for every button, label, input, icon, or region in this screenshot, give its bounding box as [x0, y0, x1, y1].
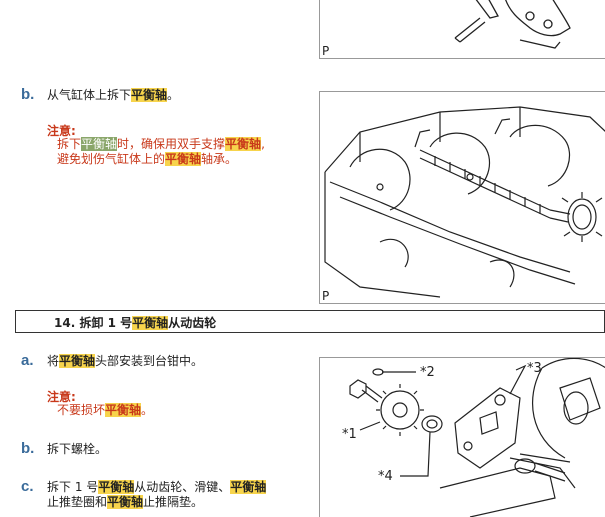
spacer-part: [421, 415, 443, 433]
note-text: 拆下: [57, 137, 82, 151]
section-title: 14. 拆卸 1 号平衡轴从动齿轮: [54, 314, 216, 331]
note-text: ,: [261, 137, 265, 151]
leader-line: [359, 421, 381, 431]
step-c-text-part: 从动齿轮、滑键、: [134, 480, 231, 494]
highlight-term: 平衡轴: [225, 137, 262, 151]
leader-line: [400, 431, 431, 477]
step-c-text: 拆下 1 号平衡轴从动齿轮、滑键、平衡轴 止推垫圈和平衡轴止推隔垫。: [47, 480, 267, 510]
magnifier-detail: [531, 358, 605, 459]
section-number: 14.: [54, 316, 76, 330]
note-text: 不要损坏: [57, 403, 106, 417]
highlight-term: 平衡轴: [230, 480, 267, 494]
step-c-text-part: 拆下 1 号: [47, 480, 99, 494]
callout-label: *1: [342, 427, 357, 442]
highlight-term: 平衡轴: [98, 480, 135, 494]
note-text: 时，确保用双手支撑: [117, 137, 226, 151]
step-b-text-post: 。: [167, 88, 180, 102]
step-c-line-1: 拆下 1 号平衡轴从动齿轮、滑键、平衡轴: [47, 480, 267, 495]
highlight-term: 平衡轴: [107, 495, 144, 509]
cylinder-block-illustration: [324, 106, 605, 298]
step-c-letter: c.: [21, 478, 34, 495]
balance-shaft-figure: P: [319, 91, 605, 304]
highlight-term: 平衡轴: [105, 403, 142, 417]
step-a-letter: a.: [21, 352, 34, 369]
note-line-1: 拆下平衡轴时，确保用双手支撑平衡轴,: [57, 137, 265, 152]
highlight-term: 平衡轴: [131, 88, 168, 102]
note-text: 避免划伤气缸体上的: [57, 152, 166, 166]
key-part: [372, 368, 384, 376]
camshaft-tool-illustration: [454, 0, 571, 49]
step-b-letter: b.: [21, 86, 35, 103]
step-b-text-pre: 从气缸体上拆下: [47, 88, 132, 102]
note-title: 注意:: [47, 124, 76, 138]
note-line-2: 避免划伤气缸体上的平衡轴轴承。: [57, 152, 265, 167]
callout-label: *2: [420, 365, 435, 380]
gear-part: [376, 384, 424, 436]
figure-label: P: [322, 289, 330, 303]
highlight-term: 平衡轴: [165, 152, 202, 166]
step-a-text-pre: 将: [47, 354, 60, 368]
step-c-text-part: 止推垫圈和: [47, 495, 108, 509]
step-c-text-part: 止推隔垫。: [143, 495, 204, 509]
driven-gear-exploded-illustration: *1 *2 *3 *4: [342, 358, 605, 517]
highlight-term-green: 平衡轴: [81, 137, 118, 151]
top-figure: P: [319, 0, 605, 59]
driven-gear-figure: *1 *2 *3 *4: [319, 357, 605, 517]
callout-label: *4: [378, 469, 393, 484]
bolt-part: [349, 379, 383, 403]
note-title: 注意:: [47, 390, 76, 404]
section-text: 从动齿轮: [168, 316, 217, 330]
highlight-term: 平衡轴: [132, 316, 169, 330]
step-b-letter: b.: [21, 440, 35, 457]
step-a-text-post: 头部安装到台钳中。: [95, 354, 204, 368]
step-a-text: 将平衡轴头部安装到台钳中。: [47, 354, 203, 369]
vise-shaft: [439, 453, 576, 517]
step-b-text: 从气缸体上拆下平衡轴。: [47, 88, 179, 103]
section-header: 14. 拆卸 1 号平衡轴从动齿轮: [15, 310, 605, 333]
thrust-plate-part: [454, 387, 521, 469]
section-text: 拆卸 1 号: [79, 316, 133, 330]
note-body: 拆下平衡轴时，确保用双手支撑平衡轴, 避免划伤气缸体上的平衡轴轴承。: [57, 137, 265, 167]
note-body: 不要损坏平衡轴。: [57, 403, 153, 418]
callout-label: *3: [527, 361, 542, 376]
figure-label: P: [322, 44, 330, 58]
step-b-text: 拆下螺栓。: [47, 442, 108, 456]
note-text: 轴承。: [201, 152, 238, 166]
note-text: 。: [141, 403, 154, 417]
highlight-term: 平衡轴: [59, 354, 96, 368]
step-c-line-2: 止推垫圈和平衡轴止推隔垫。: [47, 495, 266, 510]
leader-line: [509, 364, 527, 395]
